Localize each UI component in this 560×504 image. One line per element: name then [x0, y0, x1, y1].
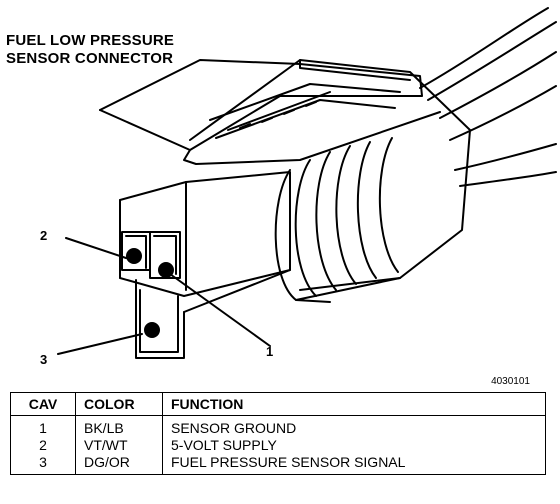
- diagram-title: FUEL LOW PRESSURE SENSOR CONNECTOR: [6, 32, 175, 67]
- header-function: FUNCTION: [162, 392, 546, 416]
- cavity-function-table: CAV COLOR FUNCTION 1 BK/LB SENSOR GROUND…: [10, 392, 546, 475]
- leader-pin-1: [169, 273, 271, 347]
- cell-cav: 1: [10, 415, 76, 437]
- table-row: 1 BK/LB SENSOR GROUND: [10, 415, 546, 437]
- terminal-pin-1: [158, 262, 174, 278]
- figure-id: 4030101: [491, 376, 530, 387]
- cell-function: SENSOR GROUND: [162, 415, 546, 437]
- leader-pin-3: [57, 333, 143, 355]
- header-color: COLOR: [75, 392, 163, 416]
- cell-color: VT/WT: [75, 437, 163, 454]
- pin-label-1: 1: [266, 344, 274, 359]
- table-header-row: CAV COLOR FUNCTION: [10, 392, 546, 416]
- table-row: 3 DG/OR FUEL PRESSURE SENSOR SIGNAL: [10, 454, 546, 475]
- cell-function: FUEL PRESSURE SENSOR SIGNAL: [162, 454, 546, 475]
- connector-body: [99, 59, 471, 359]
- leader-pin-2: [65, 237, 127, 259]
- terminal-pin-3: [144, 322, 160, 338]
- pin-label-2: 2: [40, 228, 48, 243]
- table-row: 2 VT/WT 5-VOLT SUPPLY: [10, 437, 546, 454]
- cell-cav: 3: [10, 454, 76, 475]
- header-cav: CAV: [10, 392, 76, 416]
- cell-function: 5-VOLT SUPPLY: [162, 437, 546, 454]
- connector-illustration: [57, 7, 557, 359]
- cell-cav: 2: [10, 437, 76, 454]
- cell-color: DG/OR: [75, 454, 163, 475]
- pin-label-3: 3: [40, 352, 48, 367]
- terminal-pin-2: [126, 248, 142, 264]
- wire-bundle: [419, 7, 557, 187]
- cell-color: BK/LB: [75, 415, 163, 437]
